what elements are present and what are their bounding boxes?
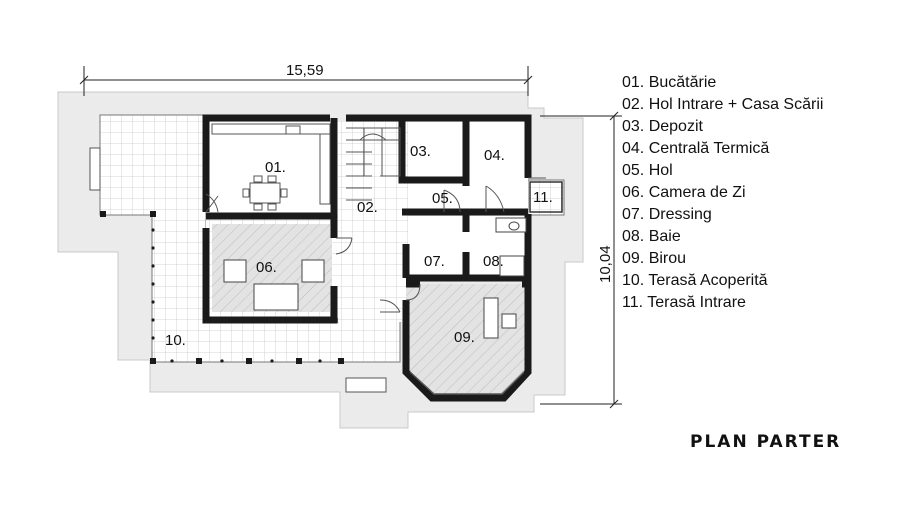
plan-title: PLAN PARTER xyxy=(690,432,842,452)
terrace-columns xyxy=(100,211,344,364)
legend-item: 04. Centrală Termică xyxy=(622,140,770,157)
width-dimension-line xyxy=(79,66,533,96)
legend-item: 03. Depozit xyxy=(622,118,703,135)
label-room-02: 02. xyxy=(357,199,378,216)
legend-item: 11. Terasă Intrare xyxy=(622,294,746,311)
legend-item: 01. Bucătărie xyxy=(622,74,717,91)
room-01-kitchen xyxy=(206,122,338,214)
width-dimension-label: 15,59 xyxy=(286,62,324,79)
bathroom-fixtures xyxy=(495,217,527,277)
living-furniture xyxy=(223,259,325,311)
room-05-hall xyxy=(408,178,468,212)
room-04-boiler-room xyxy=(468,122,528,212)
room-11-entry-terrace xyxy=(527,179,565,216)
doors xyxy=(205,177,546,313)
label-room-09: 09. xyxy=(454,329,475,346)
entry-step xyxy=(345,377,387,393)
legend-item: 06. Camera de Zi xyxy=(622,184,746,201)
room-02-entrance-hall-floor xyxy=(338,122,408,322)
legend-item: 07. Dressing xyxy=(622,206,712,223)
room-legend: 01. Bucătărie 02. Hol Intrare + Casa Scă… xyxy=(622,72,823,314)
room-07-dressing xyxy=(408,216,466,278)
legend-item: 08. Baie xyxy=(622,228,681,245)
label-room-05: 05. xyxy=(432,190,453,207)
label-room-08: 08. xyxy=(483,253,504,270)
label-room-07: 07. xyxy=(424,253,445,270)
label-room-03: 03. xyxy=(410,143,431,160)
entry-terrace-frame xyxy=(529,181,563,213)
legend-item: 09. Birou xyxy=(622,250,687,267)
kitchen-furniture xyxy=(211,123,331,211)
label-room-04: 04. xyxy=(484,147,505,164)
height-dimension-line xyxy=(540,111,622,409)
legend-item: 05. Hol xyxy=(622,162,673,179)
label-room-06: 06. xyxy=(256,259,277,276)
office-bay-window xyxy=(409,371,525,395)
room-03-storage xyxy=(408,122,464,178)
office-furniture xyxy=(483,297,517,339)
terrace-side-bench xyxy=(89,147,101,191)
label-room-10: 10. xyxy=(165,332,186,349)
walls xyxy=(202,114,532,402)
terrace-railing xyxy=(151,228,322,363)
legend-item: 10. Terasă Acoperită xyxy=(622,272,768,289)
label-room-01: 01. xyxy=(265,159,286,176)
staircase xyxy=(346,127,401,201)
height-dimension-label: 10,04 xyxy=(597,245,614,283)
label-room-11: 11. xyxy=(533,189,553,206)
legend-item: 02. Hol Intrare + Casa Scării xyxy=(622,96,824,113)
